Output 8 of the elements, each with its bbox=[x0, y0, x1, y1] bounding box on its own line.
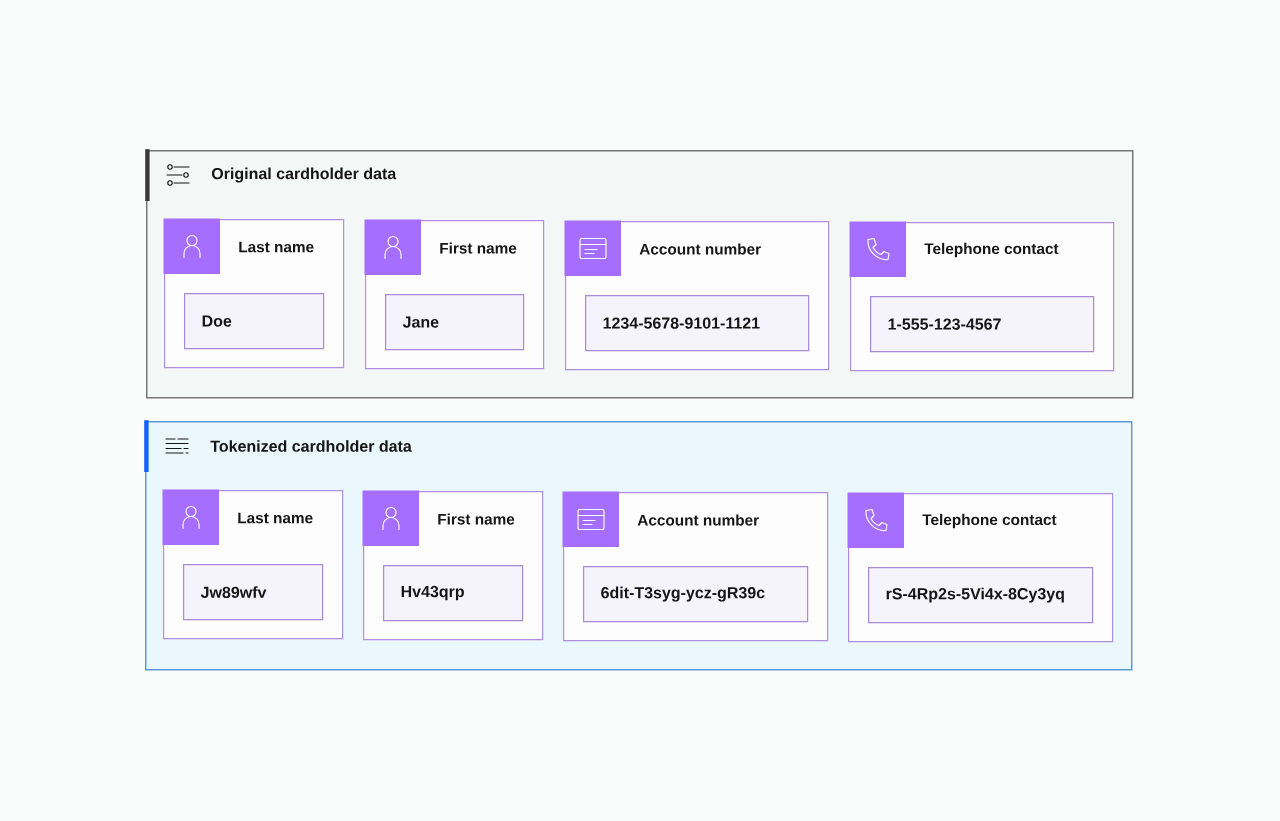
value-field: Doe bbox=[184, 293, 325, 350]
value-field: Jw89wfv bbox=[183, 564, 324, 621]
value-field: 1234-5678-9101-1121 bbox=[585, 295, 810, 352]
value-field: Hv43qrp bbox=[383, 565, 524, 622]
value-field: 6dit-T3syg-ycz-gR39c bbox=[583, 566, 809, 623]
value-field: rS-4Rp2s-5Vi4x-8Cy3yq bbox=[868, 567, 1094, 624]
value-field: 1-555-123-4567 bbox=[870, 296, 1095, 353]
value-field: Jane bbox=[385, 294, 525, 351]
